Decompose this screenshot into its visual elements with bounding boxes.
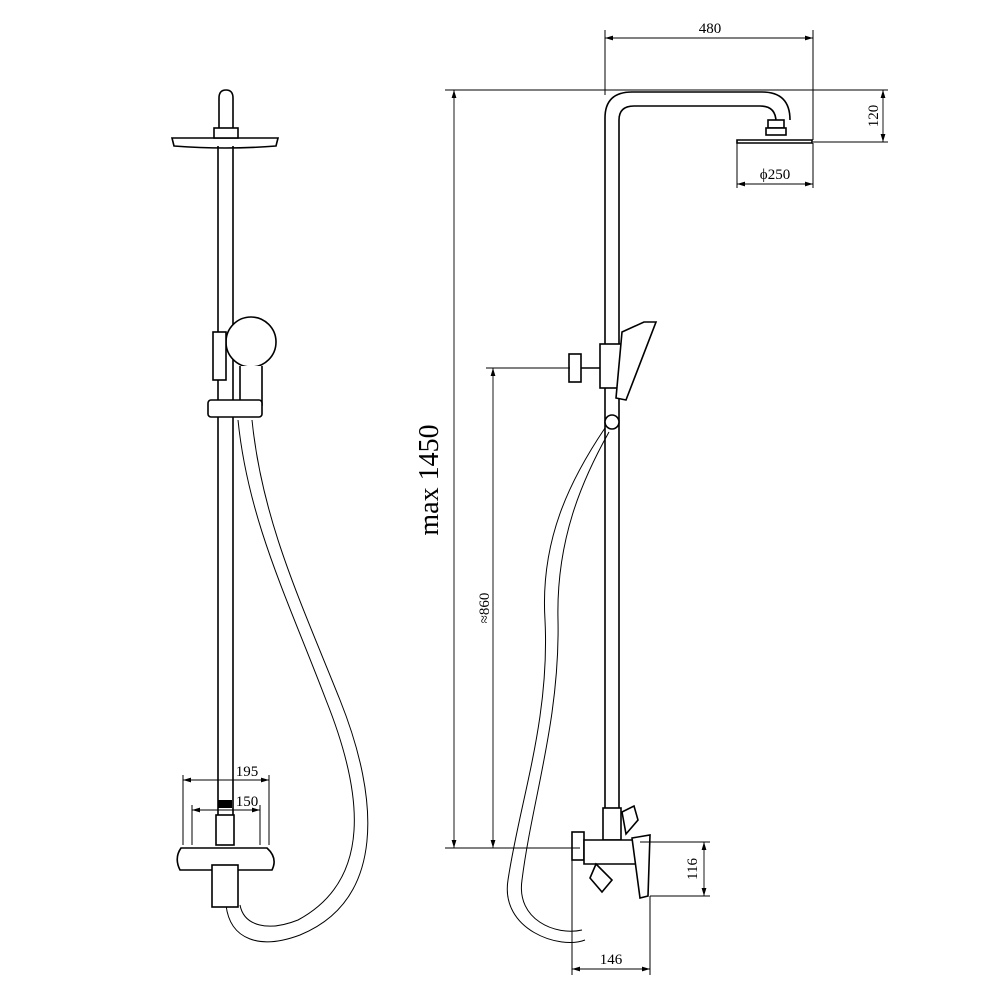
- side-head-nut-1: [767, 119, 785, 129]
- front-mixer-spout: [211, 864, 239, 908]
- dimensions-side: 480 120 ϕ250 max 1450 ≈860 116 146: [414, 21, 888, 975]
- front-top-pipe: [218, 89, 234, 135]
- front-handle-knob: [218, 800, 232, 808]
- front-hose-outer: [225, 419, 369, 943]
- dim-120-label: 120: [866, 105, 882, 128]
- front-view: 195 150: [170, 89, 369, 943]
- side-wall-connector: [571, 831, 585, 861]
- dim-250-label: ϕ250: [760, 167, 790, 183]
- dim-146-label: 146: [600, 952, 623, 968]
- front-slider-clamp: [212, 331, 227, 381]
- front-shower-head: [170, 137, 280, 149]
- side-view: [506, 91, 813, 943]
- dim-1450-label: max 1450: [414, 424, 445, 535]
- side-hose-inner: [520, 431, 610, 932]
- dim-860-label: ≈860: [477, 593, 493, 624]
- side-rod-inner: [618, 105, 777, 808]
- side-rod-outer: [604, 91, 791, 808]
- front-hose-inner: [237, 419, 355, 927]
- side-head-nut-2: [765, 127, 787, 136]
- dim-480-label: 480: [699, 21, 722, 37]
- side-wall-bracket: [568, 353, 582, 383]
- side-hose-outer: [506, 427, 606, 943]
- side-diverter-knob: [621, 804, 639, 836]
- front-head-connector: [213, 127, 239, 139]
- side-hose-connector: [604, 414, 620, 430]
- side-diverter-neck: [602, 807, 622, 841]
- side-shower-head: [736, 139, 813, 144]
- front-mixer-body: [176, 847, 275, 871]
- front-hand-shower-handle: [239, 366, 263, 406]
- side-mixer-spout: [589, 862, 614, 894]
- dim-195-label: 195: [236, 764, 259, 780]
- front-diverter: [215, 814, 235, 846]
- front-hand-shower-head: [225, 316, 277, 368]
- front-holder-bracket: [207, 399, 263, 418]
- dim-150-label: 150: [236, 794, 259, 810]
- side-hand-shower: [615, 321, 658, 401]
- side-mixer-lever: [631, 834, 651, 899]
- dim-116-label: 116: [685, 858, 701, 880]
- front-shower-rod: [217, 146, 234, 840]
